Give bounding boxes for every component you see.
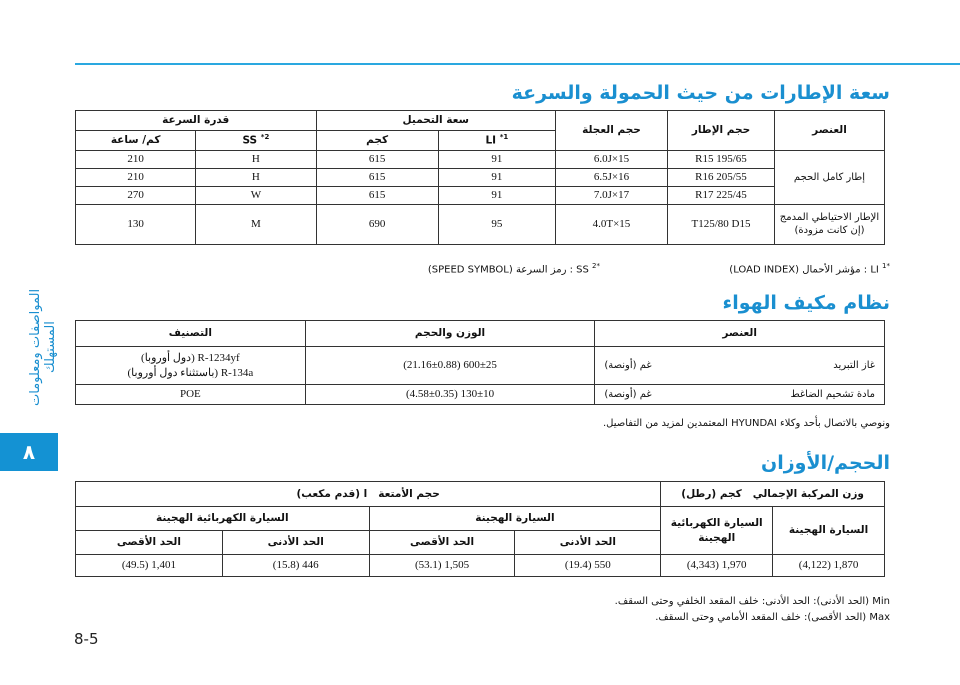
cell-rim: 6.0J×15 [554, 150, 669, 169]
th-hybrid-car-vol: السيارة الكهربائية الهجينة [75, 506, 370, 531]
cell-tire: T125/80 D15 [667, 203, 775, 245]
note-load-index: *1 LI : مؤشر الأحمال (LOAD INDEX) [729, 262, 890, 276]
th-min: الحد الأدنى [221, 530, 370, 555]
cell-vol-hybrid-max: 1,401 (49.5) [75, 554, 223, 577]
note-min: Min (الحد الأدنى): الحد الأدنى: خلف المق… [614, 596, 890, 607]
cell-vol-normal-max: 1,505 (53.1) [368, 554, 516, 577]
cell-weight-hybrid: 1,970 (4,343) [660, 554, 774, 577]
top-rule [75, 63, 960, 65]
th-rim-size: حجم العجلة [554, 110, 669, 151]
cell-ss: H [195, 150, 317, 169]
ac-class-cell: POE [75, 384, 306, 405]
th-item: العنصر [594, 320, 885, 347]
th-weight: وزن المركبة الإجمالي كجم (رطل) [660, 481, 885, 507]
th-hybrid-car: السيارة الكهربائية الهجينة [660, 506, 774, 555]
note-max: Max (الحد الأقصى): خلف المقعد الأمامي وح… [655, 612, 890, 623]
cell-rim: 7.0J×17 [554, 185, 669, 205]
th-speed-capacity: قدرة السرعة [75, 110, 317, 131]
cell-li: 91 [437, 150, 556, 169]
cell-rim: 6.5J×16 [554, 167, 669, 187]
cell-weight-normal: 1,870 (4,122) [772, 554, 885, 577]
th-max: الحد الأقصى [75, 530, 223, 555]
cell-kmh: 130 [74, 203, 197, 245]
cell-li: 91 [437, 167, 556, 187]
cell-kmh: 270 [74, 185, 197, 205]
th-kmh: كم/ ساعة [74, 130, 197, 151]
cell-ss: W [195, 185, 317, 205]
tire-capacity-title: سعة الإطارات من حيث الحمولة والسرعة [511, 82, 890, 104]
cell-ss: M [195, 203, 317, 245]
page-number: 8-5 [74, 630, 99, 648]
th-tire-size: حجم الإطار [667, 110, 775, 151]
cell-kg: 615 [315, 185, 439, 205]
th-ss: SS *2 [195, 130, 317, 151]
cell-tire: 225/45 R17 [667, 185, 775, 205]
cell-kg: 690 [315, 203, 439, 245]
th-luggage: حجم الأمتعة ا (قدم مكعب) [74, 481, 662, 507]
cell-kg: 615 [315, 167, 439, 187]
note-speed-symbol: *2 SS : رمز السرعة (SPEED SYMBOL) [427, 262, 600, 276]
group-compact-spare: الإطار الاحتياطي المدمج(إن كانت مزودة) [773, 203, 886, 245]
th-li: LI *1 [437, 130, 556, 151]
th-normal-car-vol: السيارة الهجينة [368, 506, 662, 531]
th-max: الحد الأقصى [368, 530, 516, 555]
cell-kg: 615 [315, 150, 439, 169]
cell-tire: 205/55 R16 [667, 167, 775, 187]
cell-ss: H [195, 167, 317, 187]
group-full-size: إطار كامل الحجم [773, 150, 886, 205]
volume-weight-table: وزن المركبة الإجمالي كجم (رطل) حجم الأمت… [74, 481, 885, 577]
volume-weight-title: الحجم/الأوزان [760, 452, 890, 474]
cell-vol-hybrid-min: 446 (15.8) [221, 554, 370, 577]
th-item: العنصر [773, 110, 886, 151]
cell-kmh: 210 [74, 167, 197, 187]
th-volume: الوزن والحجم [304, 320, 596, 347]
ac-system-title: نظام مكيف الهواء [722, 292, 890, 314]
cell-li: 91 [437, 185, 556, 205]
chapter-tab: ٨ [0, 433, 58, 471]
th-normal-car: السيارة الهجينة [772, 506, 885, 555]
th-min: الحد الأدنى [514, 530, 662, 555]
cell-li: 95 [437, 203, 556, 245]
ac-note: ونوصي بالاتصال بأحد وكلاء HYUNDAI المعتم… [602, 418, 890, 429]
ac-class-cell: R-1234yf (دول أوروبا)R-134a (باستثناء دو… [75, 346, 306, 385]
ac-volume-cell: 600±25 (21.16±0.88) [304, 346, 596, 385]
cell-rim: 4.0T×15 [554, 203, 669, 245]
cell-kmh: 210 [74, 150, 197, 169]
th-class: التصنيف [75, 320, 306, 347]
cell-tire: 195/65 R15 [667, 150, 775, 169]
th-load-capacity: سعة التحميل [315, 110, 556, 131]
th-kg: كجم [315, 130, 439, 151]
side-tab-label: المواصفات ومعلومات المستهلك [28, 288, 58, 406]
cell-vol-normal-min: 550 (19.4) [514, 554, 662, 577]
ac-volume-cell: 130±10 (4.58±0.35) [304, 384, 596, 405]
tire-capacity-table: العنصر حجم الإطار حجم العجلة سعة التحميل… [74, 110, 886, 245]
